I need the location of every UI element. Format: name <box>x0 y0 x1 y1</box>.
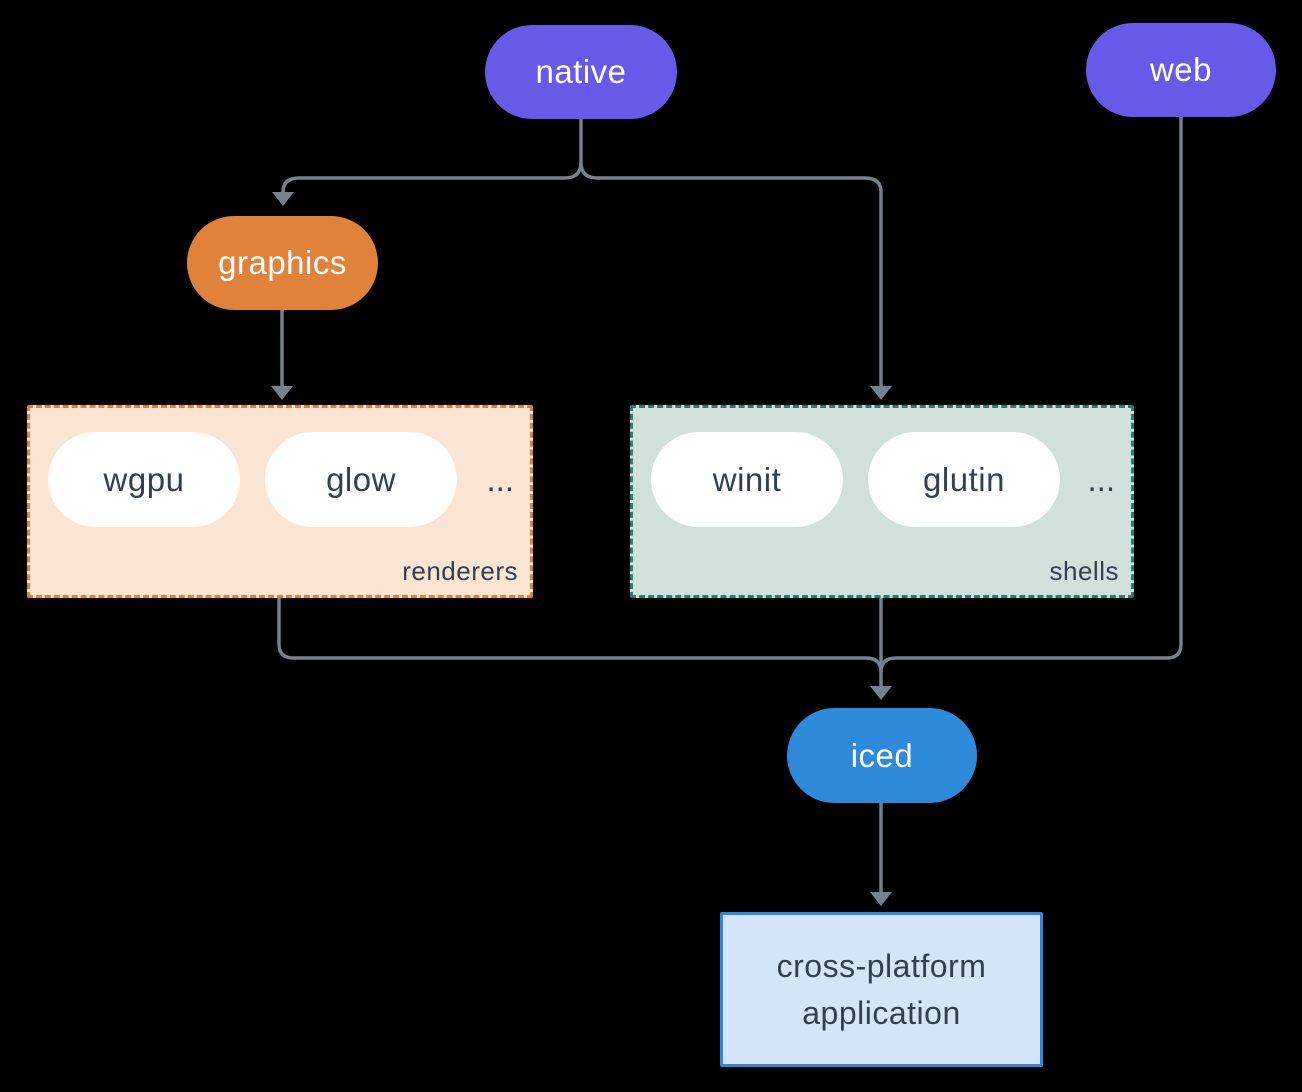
renderers-ellipsis: ... <box>486 460 514 498</box>
shells-group-label: shells <box>1049 556 1119 586</box>
node-glutin-label: glutin <box>923 460 1005 498</box>
arrowhead-into-app <box>870 892 892 906</box>
node-graphics-label: graphics <box>218 244 347 281</box>
app-label-line1: cross-platform <box>776 947 987 984</box>
connector-native-to-graphics <box>281 161 583 193</box>
node-winit: winit <box>651 432 843 527</box>
group-renderers: wgpu glow ... renderers <box>27 405 533 598</box>
connector-group <box>277 117 1183 892</box>
node-winit-label: winit <box>712 460 782 498</box>
arrowhead-into-iced <box>870 686 892 700</box>
arrowhead-into-shells <box>870 386 892 400</box>
node-iced: iced <box>787 708 977 803</box>
shells-ellipsis: ... <box>1087 460 1115 498</box>
renderers-group-label: renderers <box>402 556 518 586</box>
node-graphics: graphics <box>187 216 378 310</box>
node-glutin: glutin <box>868 432 1060 527</box>
node-web-label: web <box>1149 51 1213 88</box>
node-iced-label: iced <box>850 736 914 774</box>
node-wgpu-label: wgpu <box>103 460 185 498</box>
arrowhead-into-renderers <box>271 386 293 400</box>
group-shells: winit glutin ... shells <box>630 405 1134 598</box>
node-glow: glow <box>265 432 457 527</box>
node-wgpu: wgpu <box>48 432 240 527</box>
connector-renderers-to-iced <box>277 598 883 673</box>
node-cross-platform-application: cross-platform application <box>720 912 1043 1067</box>
node-glow-label: glow <box>326 460 396 498</box>
arrowhead-into-graphics <box>272 192 294 206</box>
node-web: web <box>1086 23 1276 117</box>
node-native-label: native <box>535 53 627 90</box>
connector-native-to-shells <box>579 161 883 386</box>
connector-web-to-iced <box>879 117 1183 673</box>
app-label-line2: application <box>802 994 961 1031</box>
arrowheads <box>271 192 892 906</box>
node-native: native <box>485 25 677 119</box>
